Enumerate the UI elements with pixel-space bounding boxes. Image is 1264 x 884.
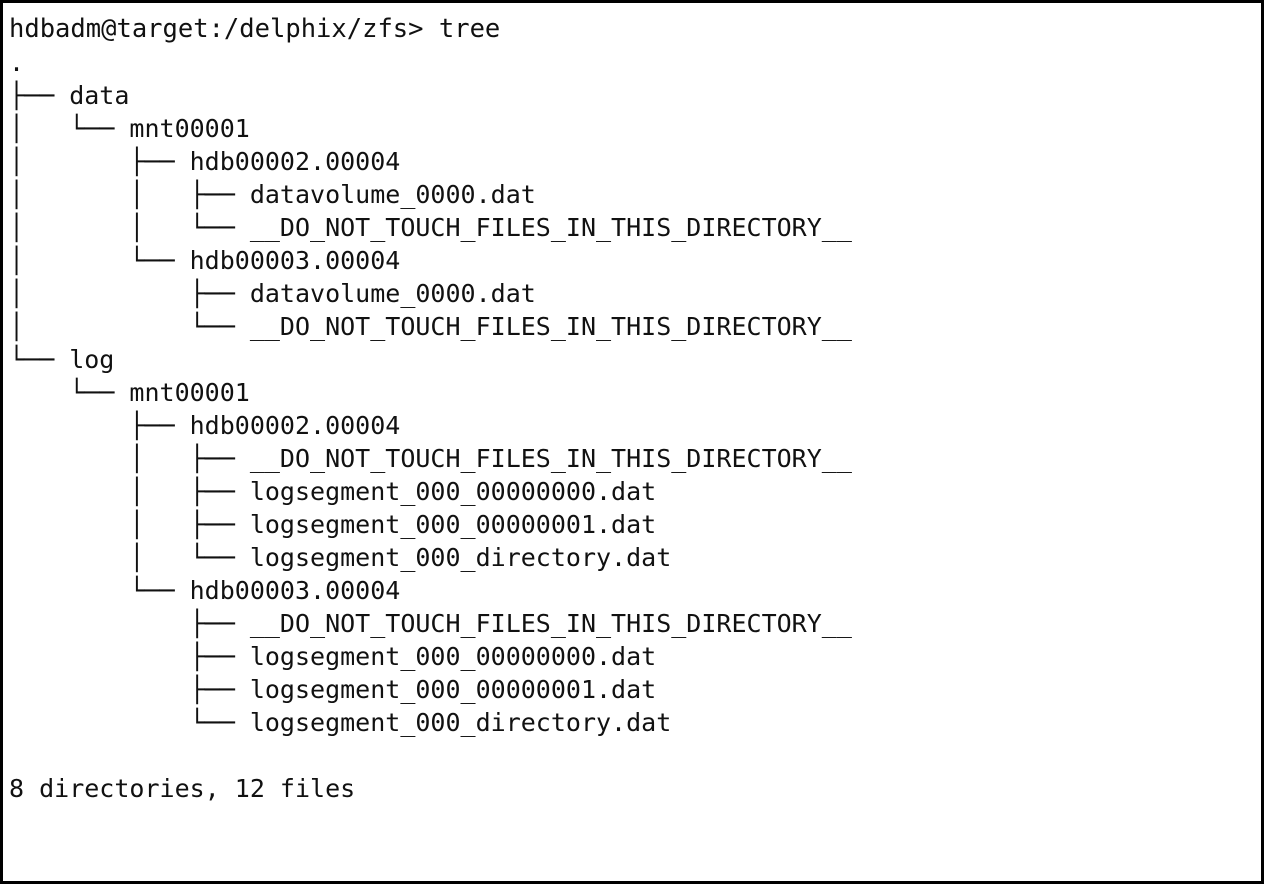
tree-line: │ └── __DO_NOT_TOUCH_FILES_IN_THIS_DIREC… (9, 312, 852, 341)
tree-line: │ ├── logsegment_000_00000001.dat (9, 510, 657, 539)
terminal-screen[interactable]: hdbadm@target:/delphix/zfs> tree . ├── d… (3, 3, 1261, 881)
tree-line: └── hdb00003.00004 (9, 576, 401, 605)
tree-line: │ └── mnt00001 (9, 114, 250, 143)
tree-line: │ ├── hdb00002.00004 (9, 147, 401, 176)
tree-line: ├── logsegment_000_00000001.dat (9, 675, 657, 704)
tree-line-root: . (9, 48, 25, 77)
tree-summary-line: 8 directories, 12 files (9, 774, 356, 803)
tree-line: └── logsegment_000_directory.dat (9, 708, 672, 737)
tree-output: . ├── data │ └── mnt00001 │ ├── hdb00002… (9, 46, 1261, 739)
tree-line: │ ├── datavolume_0000.dat (9, 279, 536, 308)
tree-line: ├── __DO_NOT_TOUCH_FILES_IN_THIS_DIRECTO… (9, 609, 852, 638)
tree-line-data: ├── data (9, 81, 130, 110)
tree-line: │ │ ├── datavolume_0000.dat (9, 180, 536, 209)
tree-line: │ └── hdb00003.00004 (9, 246, 401, 275)
blank-line (9, 739, 1261, 772)
tree-line-log: └── log (9, 345, 115, 374)
tree-line: │ ├── logsegment_000_00000000.dat (9, 477, 657, 506)
tree-line: ├── logsegment_000_00000000.dat (9, 642, 657, 671)
tree-line: │ ├── __DO_NOT_TOUCH_FILES_IN_THIS_DIREC… (9, 444, 852, 473)
tree-line: │ │ └── __DO_NOT_TOUCH_FILES_IN_THIS_DIR… (9, 213, 852, 242)
tree-line: ├── hdb00002.00004 (9, 411, 401, 440)
tree-line: └── mnt00001 (9, 378, 250, 407)
shell-prompt-line: hdbadm@target:/delphix/zfs> tree (9, 14, 501, 44)
tree-line: │ └── logsegment_000_directory.dat (9, 543, 672, 572)
